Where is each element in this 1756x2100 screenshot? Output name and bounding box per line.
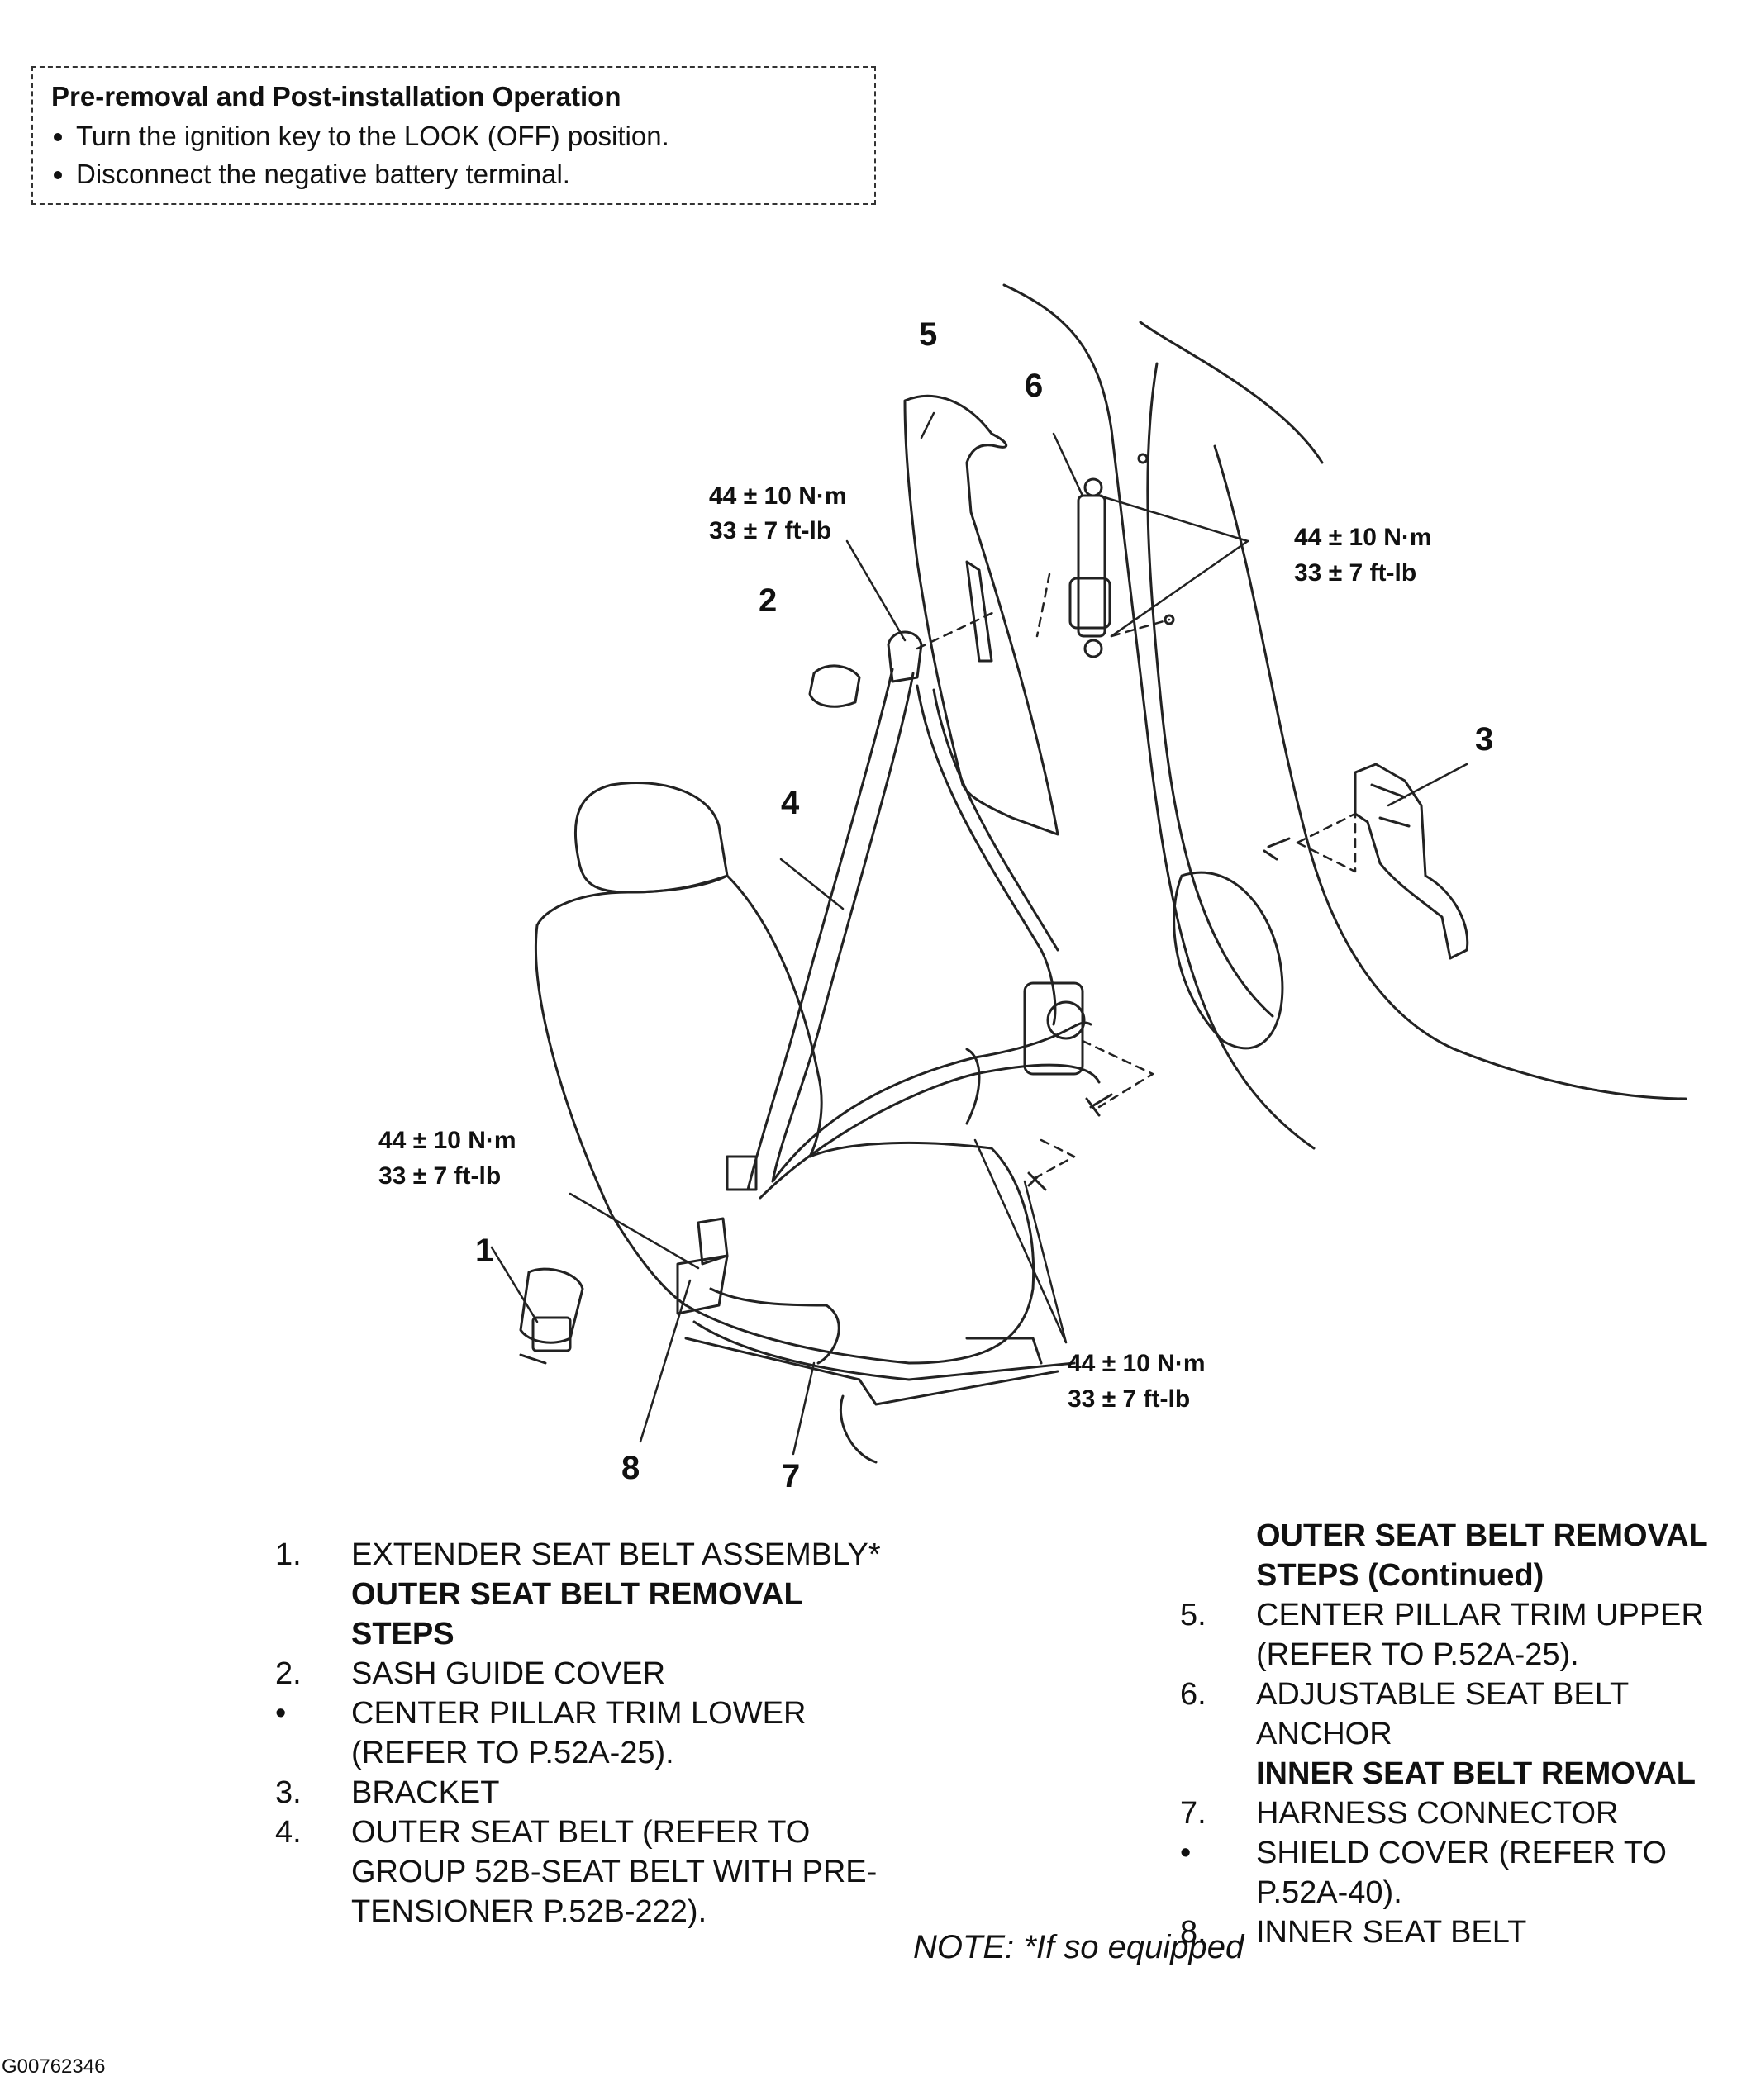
legend-num: 4. <box>275 1815 302 1850</box>
callout-3: 3 <box>1475 721 1493 758</box>
torque-c-ftlb: 33 ± 7 ft-lb <box>378 1162 501 1190</box>
pre-removal-item: Turn the ignition key to the LOOK (OFF) … <box>76 117 856 155</box>
adjustable-anchor <box>1068 477 1175 658</box>
legend-num: • <box>1180 1836 1192 1870</box>
callout-5: 5 <box>919 316 937 353</box>
legend-text: INNER SEAT BELT <box>1256 1915 1527 1950</box>
legend-text: CENTER PILLAR TRIM UPPER (REFER TO P.52A… <box>1256 1598 1704 1672</box>
legend-text: HARNESS CONNECTOR <box>1256 1796 1619 1831</box>
legend-text: ADJUSTABLE SEAT BELT ANCHOR <box>1256 1677 1629 1751</box>
torque-d-ftlb: 33 ± 7 ft-lb <box>1068 1385 1190 1413</box>
legend-item: 2. SASH GUIDE COVER <box>269 1654 897 1694</box>
pre-removal-box: Pre-removal and Post-installation Operat… <box>31 66 876 205</box>
callout-6: 6 <box>1025 368 1043 404</box>
legend-num: 5. <box>1180 1598 1206 1632</box>
torque-labels: 44 ± 10 N·m 33 ± 7 ft-lb 44 ± 10 N·m 33 … <box>378 482 1432 1413</box>
pre-removal-title: Pre-removal and Post-installation Operat… <box>51 81 621 112</box>
seat-belt-diagram: 5 6 2 3 4 1 8 7 44 ± 10 N·m 33 ± 7 ft-lb… <box>378 283 1687 1494</box>
center-pillar-trim-upper <box>903 394 1059 836</box>
torque-c-nm: 44 ± 10 N·m <box>378 1127 516 1154</box>
legend-text: OUTER SEAT BELT REMOVAL STEPS <box>351 1577 803 1651</box>
legend-item: • SHIELD COVER (REFER TO P.52A-40). <box>1173 1833 1752 1912</box>
legend-num: 6. <box>1180 1677 1206 1712</box>
legend-num <box>1173 1516 1256 1595</box>
legend-item: • CENTER PILLAR TRIM LOWER (REFER TO P.5… <box>269 1694 897 1773</box>
torque-a-nm: 44 ± 10 N·m <box>709 482 847 510</box>
callout-2: 2 <box>759 582 777 619</box>
legend-item: 1. EXTENDER SEAT BELT ASSEMBLY* <box>269 1535 897 1575</box>
legend-item: 7. HARNESS CONNECTOR <box>1173 1794 1752 1833</box>
footnote: NOTE: *If so equipped <box>913 1929 1244 1965</box>
assembly-lines <box>916 573 1357 1183</box>
pre-removal-item: Disconnect the negative battery terminal… <box>76 155 856 193</box>
legend-item: 4. OUTER SEAT BELT (REFER TO GROUP 52B-S… <box>269 1813 897 1931</box>
legend-item: 3. BRACKET <box>269 1773 897 1813</box>
callout-8: 8 <box>621 1450 640 1486</box>
legend-text: OUTER SEAT BELT (REFER TO GROUP 52B-SEAT… <box>351 1815 878 1929</box>
legend-right: OUTER SEAT BELT REMOVAL STEPS (Continued… <box>1173 1516 1752 1952</box>
pre-removal-list: Turn the ignition key to the LOOK (OFF) … <box>51 117 856 193</box>
torque-d-nm: 44 ± 10 N·m <box>1068 1350 1206 1377</box>
legend-heading: INNER SEAT BELT REMOVAL <box>1173 1754 1752 1794</box>
legend-item: 5. CENTER PILLAR TRIM UPPER (REFER TO P.… <box>1173 1595 1752 1675</box>
callout-1: 1 <box>475 1233 493 1269</box>
callout-numbers: 5 6 2 3 4 1 8 7 <box>475 316 1493 1494</box>
legend-num: • <box>275 1696 287 1731</box>
legend-text: SHIELD COVER (REFER TO P.52A-40). <box>1256 1836 1667 1910</box>
extender-seat-belt <box>519 1267 584 1365</box>
leader-lines <box>490 411 1468 1456</box>
inner-seat-belt <box>676 1217 840 1365</box>
document-id: G00762346 <box>2 2055 106 2078</box>
legend-num: 3. <box>275 1775 302 1810</box>
torque-b-ftlb: 33 ± 7 ft-lb <box>1294 559 1416 587</box>
legend-item: 8. INNER SEAT BELT <box>1173 1912 1752 1952</box>
legend-num <box>269 1575 351 1654</box>
outer-seat-belt <box>726 630 1101 1200</box>
legend-item: 6. ADJUSTABLE SEAT BELT ANCHOR <box>1173 1675 1752 1754</box>
callout-4: 4 <box>781 785 800 821</box>
legend-heading: OUTER SEAT BELT REMOVAL STEPS <box>269 1575 897 1654</box>
torque-b-nm: 44 ± 10 N·m <box>1294 524 1432 551</box>
legend-text: BRACKET <box>351 1775 500 1810</box>
legend-text: CENTER PILLAR TRIM LOWER (REFER TO P.52A… <box>351 1696 807 1770</box>
legend-text: OUTER SEAT BELT REMOVAL STEPS (Continued… <box>1256 1518 1708 1593</box>
legend-num: 2. <box>275 1656 302 1691</box>
legend-left: 1. EXTENDER SEAT BELT ASSEMBLY* OUTER SE… <box>269 1535 897 1931</box>
sash-guide-cover <box>808 664 861 708</box>
callout-7: 7 <box>782 1458 800 1494</box>
legend-text: EXTENDER SEAT BELT ASSEMBLY* <box>351 1537 881 1572</box>
legend-heading: OUTER SEAT BELT REMOVAL STEPS (Continued… <box>1173 1516 1752 1595</box>
bolts <box>1027 837 1291 1191</box>
legend-num: 1. <box>275 1537 302 1572</box>
seat <box>534 781 1076 1464</box>
legend-text: SASH GUIDE COVER <box>351 1656 666 1691</box>
torque-a-ftlb: 33 ± 7 ft-lb <box>709 517 831 544</box>
legend-num: 8. <box>1180 1915 1206 1950</box>
legend-text: INNER SEAT BELT REMOVAL <box>1256 1756 1696 1791</box>
bracket <box>1354 763 1469 960</box>
legend-num <box>1173 1754 1256 1794</box>
legend-num: 7. <box>1180 1796 1206 1831</box>
body-side-panel <box>1002 283 1687 1150</box>
